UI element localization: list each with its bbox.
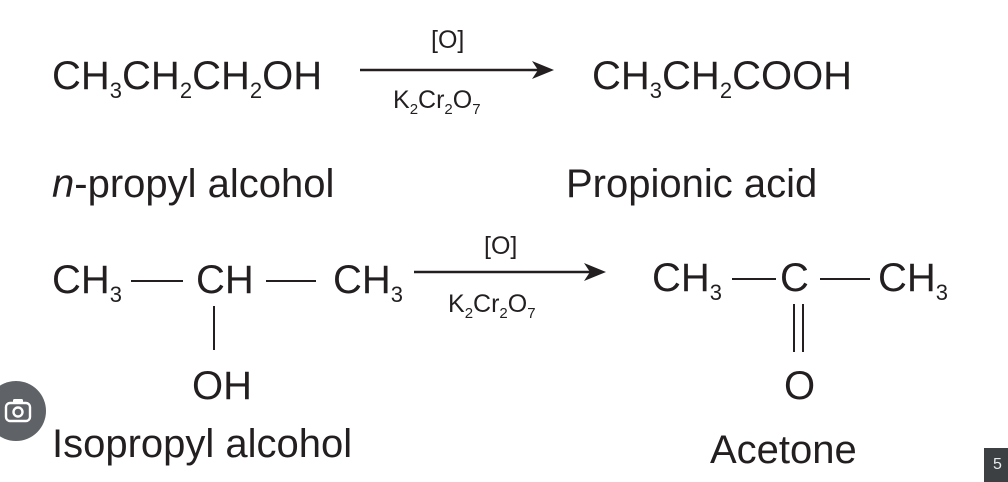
reactant-name-isopropyl-alcohol: Isopropyl alcohol <box>52 422 353 466</box>
oxidant-label-top: [O] <box>484 232 518 260</box>
product-name-propionic-acid: Propionic acid <box>566 162 818 206</box>
reactant-formula-n-propanol: CH3CH2CH2OH <box>52 54 323 103</box>
reagent-label-1: K2Cr2O7 <box>393 86 481 118</box>
corner-badge: 5 <box>984 448 1008 482</box>
double-bond-line-1 <box>793 304 795 352</box>
carbonyl-oxygen: O <box>784 364 816 408</box>
single-bond <box>266 280 316 282</box>
lens-search-button[interactable] <box>0 381 46 441</box>
reactant-center-ch: CH <box>196 258 254 302</box>
single-bond <box>820 278 870 280</box>
reagent-label-2: K2Cr2O7 <box>448 290 536 322</box>
reaction-arrow-1 <box>360 61 554 79</box>
reactant-left-methyl: CH3 <box>52 258 123 307</box>
oxidant-label-top: [O] <box>431 26 465 54</box>
reactant-right-methyl: CH3 <box>333 258 404 307</box>
double-bond-line-2 <box>802 304 804 352</box>
product-right-methyl: CH3 <box>878 256 949 305</box>
product-formula-propionic-acid: CH3CH2COOH <box>592 54 853 103</box>
hydroxyl-group: OH <box>192 364 252 408</box>
single-bond <box>131 280 183 282</box>
camera-search-icon <box>4 399 32 423</box>
product-left-methyl: CH3 <box>652 256 723 305</box>
single-bond <box>732 278 776 280</box>
carbonyl-carbon: C <box>780 256 809 300</box>
single-bond-vertical <box>213 306 215 350</box>
reactant-name-n-propyl-alcohol: n-propyl alcohol <box>52 162 335 206</box>
product-name-acetone: Acetone <box>710 428 857 472</box>
reaction-arrow-2 <box>414 263 606 281</box>
